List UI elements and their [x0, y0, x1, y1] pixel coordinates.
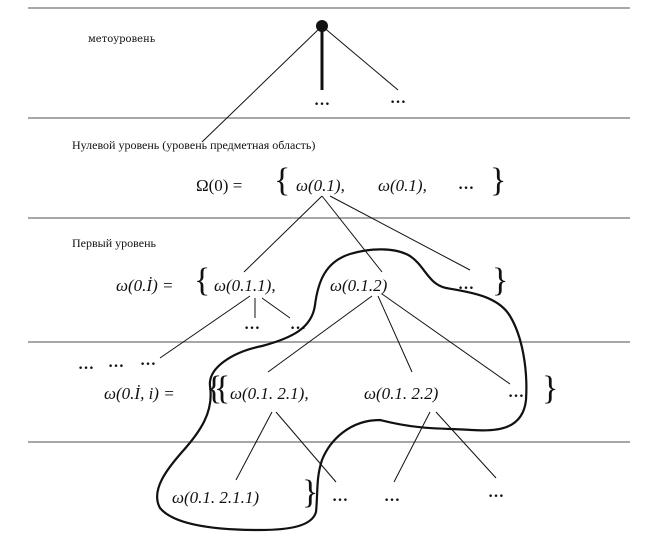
node-omega-0-1-1: ω(0.1.1),	[214, 276, 276, 295]
i-level-ellipsis: …	[508, 384, 525, 401]
row-ellipsis-1: …	[78, 356, 95, 373]
edge-first-left-down	[159, 295, 251, 359]
node-omega-0-1-2-1: ω(0.1. 2.1),	[230, 384, 309, 403]
first-ellipsis: …	[458, 276, 475, 293]
meta-ellipsis-right: …	[390, 90, 407, 107]
bottom-ellipsis-2: …	[384, 488, 401, 505]
selection-contour	[156, 248, 528, 532]
node-omega-0-1-2-2: ω(0.1. 2.2)	[364, 384, 439, 403]
node-omega-0-1-b: ω(0.1),	[378, 176, 427, 195]
row-ellipsis-3: …	[140, 352, 157, 369]
meta-root-node	[316, 20, 328, 32]
brace-close-i: }	[542, 370, 559, 407]
edge-second-right-b	[435, 411, 497, 479]
edge-meta-to-zero	[201, 25, 323, 143]
formula-omega-0-I-lhs: ω(0.İ) =	[116, 276, 174, 295]
bottom-ellipsis-3: …	[488, 484, 505, 501]
edge-second-right-a	[393, 411, 431, 483]
edge-zero-to-first-mid	[321, 195, 383, 273]
brace-close-bottom: }	[302, 474, 319, 511]
node-omega-0-1-2: ω(0.1.2)	[330, 276, 388, 295]
brace-close-zero: }	[490, 162, 507, 199]
meta-ellipsis-center: …	[314, 92, 331, 109]
edge-first-mid-center	[377, 295, 413, 373]
brace-open-zero: {	[274, 162, 291, 199]
brace-open-i: {	[206, 370, 223, 407]
edge-second-left-down	[235, 411, 273, 481]
row-ellipsis-2: …	[108, 354, 125, 371]
edge-first-short-b	[261, 297, 291, 319]
node-omega-0-1-2-1-1: ω(0.1. 2.1.1)	[172, 488, 260, 507]
edge-zero-to-first-right	[329, 195, 471, 271]
level-label-zero: Нулевой уровень (уровень предметная обла…	[72, 138, 316, 152]
edge-second-left-right	[275, 411, 337, 483]
first-sub-ellipsis-b: …	[290, 316, 307, 333]
formula-omega-zero-lhs: Ω(0) =	[196, 176, 243, 195]
brace-open-first: {	[194, 262, 211, 299]
level-label-first: Первый уровень	[72, 236, 156, 250]
node-omega-0-1-a: ω(0.1),	[296, 176, 345, 195]
formula-omega-0-I-i-lhs: ω(0.İ, i) =	[104, 384, 175, 403]
zero-ellipsis: …	[458, 176, 475, 193]
edge-meta-right	[321, 25, 399, 91]
brace-open-i-double: {	[214, 370, 231, 407]
first-sub-ellipsis-a: …	[244, 316, 261, 333]
level-label-meta: метоуровень	[88, 34, 156, 45]
edge-first-mid-left	[267, 295, 373, 373]
edge-first-mid-right	[381, 293, 511, 385]
bottom-ellipsis-1: …	[332, 488, 349, 505]
edge-zero-to-first-left	[243, 195, 323, 273]
brace-close-first: }	[492, 262, 509, 299]
